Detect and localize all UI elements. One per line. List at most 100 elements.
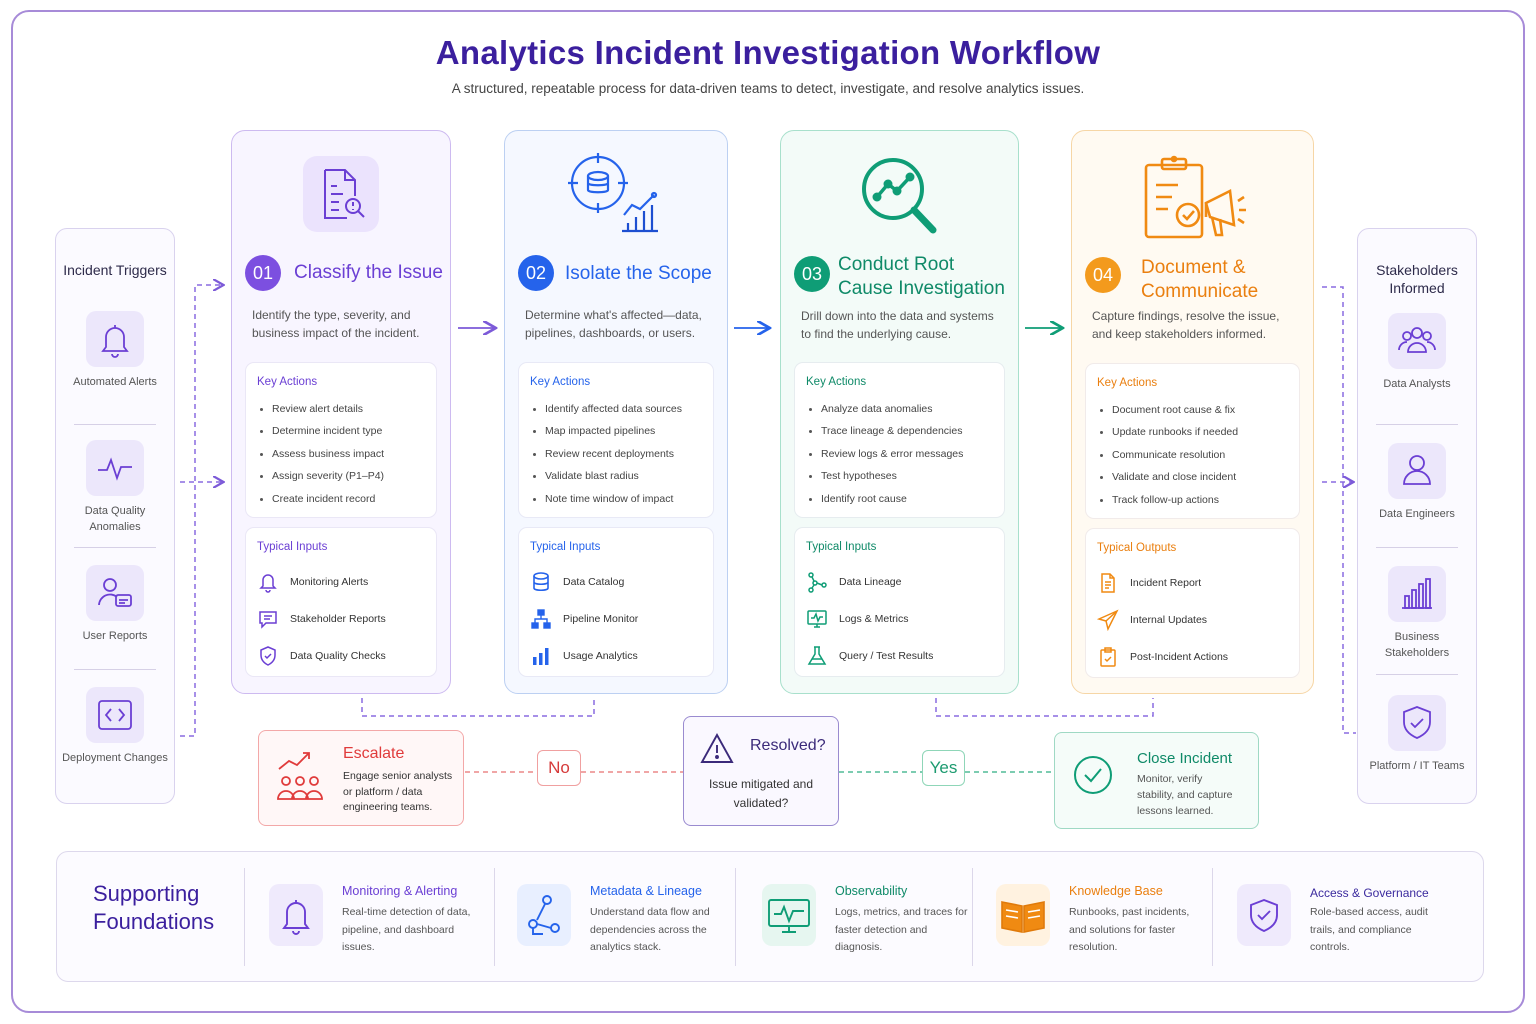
no-label: No (537, 750, 581, 786)
typical-inputs-box: Typical Inputs Data Catalog Pipeline Mon… (519, 528, 713, 676)
list-item: Data Catalog (530, 563, 638, 600)
close-incident-description: Monitor, verify stability, and capture l… (1137, 773, 1233, 817)
stage-04-card: 04 Document & Communicate Capture findin… (1071, 130, 1314, 694)
people-trend-icon (277, 752, 323, 800)
page-frame (11, 10, 1525, 1013)
stakeholder-platform-it: Platform / IT Teams (1358, 695, 1476, 774)
foundations-title: Supporting Foundations (93, 881, 215, 934)
list-item: Query / Test Results (806, 637, 933, 674)
typical-inputs-box: Typical Inputs Data Lineage Logs & Metri… (795, 528, 1004, 676)
yes-label: Yes (922, 750, 965, 786)
actions-list: Identify affected data sources Map impac… (532, 398, 682, 510)
stage-description: Identify the type, severity, and busines… (252, 308, 420, 340)
list-item: Map impacted pipelines (532, 420, 682, 442)
typical-outputs-box: Typical Outputs Incident Report Internal… (1086, 529, 1299, 677)
list-item: Usage Analytics (530, 637, 638, 674)
escalate-box: Escalate Engage senior analysts or platf… (258, 730, 464, 826)
stage-number: 02 (518, 255, 554, 291)
list-item: Data Lineage (806, 563, 933, 600)
stakeholders-panel: Stakeholders Informed Data Analysts Data… (1357, 228, 1477, 804)
group-icon (1388, 313, 1446, 369)
key-actions-box: Key Actions Document root cause & fix Up… (1086, 364, 1299, 518)
actions-list: Analyze data anomalies Trace lineage & d… (808, 398, 963, 510)
stage-title: Isolate the Scope (565, 263, 712, 284)
resolved-decision-box: Resolved? Issue mitigated and validated? (683, 716, 839, 826)
stage-description: Determine what's affected—data, pipeline… (525, 308, 702, 340)
list-item: Create incident record (259, 488, 384, 510)
key-actions-box: Key Actions Identify affected data sourc… (519, 363, 713, 517)
flask-icon (807, 645, 827, 665)
list-item: Validate and close incident (1099, 466, 1238, 488)
monitor-pulse-icon (807, 609, 827, 628)
escalate-title: Escalate (343, 745, 405, 762)
list-item: Internal Updates (1097, 601, 1228, 638)
pulse-icon (86, 440, 144, 496)
list-item: Data Quality Checks (257, 637, 386, 674)
list-item: Track follow-up actions (1099, 489, 1238, 511)
shield-check-icon (260, 645, 276, 666)
resolved-title: Resolved? (750, 737, 826, 754)
list-item: Assign severity (P1–P4) (259, 465, 384, 487)
list-item: Trace lineage & dependencies (808, 420, 963, 442)
list-item: Validate blast radius (532, 465, 682, 487)
trigger-deployment-changes: Deployment Changes (56, 687, 174, 766)
stage-number: 03 (794, 256, 830, 292)
list-item: Logs & Metrics (806, 600, 933, 637)
actions-list: Review alert details Determine incident … (259, 398, 384, 510)
list-item: Pipeline Monitor (530, 600, 638, 637)
monitor-pulse-icon (762, 884, 816, 946)
stage-03-card: 03 Conduct Root Cause Investigation Dril… (780, 130, 1019, 694)
hierarchy-icon (531, 608, 551, 629)
page-title: Analytics Incident Investigation Workflo… (435, 34, 1101, 71)
list-item: Monitoring Alerts (257, 563, 386, 600)
stage-description: Drill down into the data and systems to … (801, 309, 994, 341)
stage-number: 04 (1085, 257, 1121, 293)
lineage-icon (808, 571, 827, 593)
list-item: Test hypotheses (808, 465, 963, 487)
stage-description: Capture findings, resolve the issue, and… (1092, 309, 1280, 341)
stakeholder-business: Business Stakeholders (1358, 566, 1476, 661)
list-item: Review recent deployments (532, 443, 682, 465)
list-item: Identify root cause (808, 488, 963, 510)
trigger-automated-alerts: Automated Alerts (56, 311, 174, 390)
shield-check-icon (1237, 884, 1291, 946)
escalate-description: Engage senior analysts or platform / dat… (343, 770, 453, 813)
list-item: Stakeholder Reports (257, 600, 386, 637)
list-item: Post-Incident Actions (1097, 638, 1228, 675)
list-item: Determine incident type (259, 420, 384, 442)
send-icon (1097, 608, 1119, 631)
list-item: Identify affected data sources (532, 398, 682, 420)
close-incident-box: Close Incident Monitor, verify stability… (1054, 732, 1259, 829)
incident-triggers-panel: Incident Triggers Automated Alerts Data … (55, 228, 175, 804)
stage-number: 01 (245, 255, 281, 291)
page-subtitle: A structured, repeatable process for dat… (451, 81, 1085, 96)
stage-02-card: 02 Isolate the Scope Determine what's af… (504, 130, 728, 694)
database-icon (533, 571, 549, 591)
list-item: Document root cause & fix (1099, 399, 1238, 421)
list-item: Analyze data anomalies (808, 398, 963, 420)
list-item: Communicate resolution (1099, 444, 1238, 466)
list-item: Note time window of impact (532, 488, 682, 510)
user-chat-icon (86, 565, 144, 621)
close-incident-title: Close Incident (1137, 750, 1233, 767)
triggers-title: Incident Triggers (63, 262, 167, 278)
stage-01-card: 01 Classify the Issue Identify the type,… (231, 130, 451, 694)
shield-check-icon (1388, 695, 1446, 751)
user-icon (1388, 443, 1446, 499)
bar-chart-icon (533, 647, 549, 665)
bar-chart-icon (1388, 566, 1446, 622)
list-item: Incident Report (1097, 564, 1228, 601)
stakeholder-data-analysts: Data Analysts (1358, 313, 1476, 392)
actions-list: Document root cause & fix Update runbook… (1099, 399, 1238, 511)
list-item: Review alert details (259, 398, 384, 420)
trigger-data-quality: Data Quality Anomalies (56, 440, 174, 535)
checklist-icon (1100, 646, 1116, 667)
stakeholders-title: Stakeholders Informed (1376, 262, 1458, 296)
stage-title: Conduct Root Cause Investigation (838, 254, 1005, 299)
stage-title: Document & Communicate (1141, 257, 1259, 302)
list-item: Update runbooks if needed (1099, 421, 1238, 443)
warning-icon (700, 733, 734, 763)
list-item: Review logs & error messages (808, 443, 963, 465)
supporting-foundations-panel: Supporting Foundations Monitoring & Aler… (56, 851, 1484, 982)
message-icon (259, 610, 277, 629)
